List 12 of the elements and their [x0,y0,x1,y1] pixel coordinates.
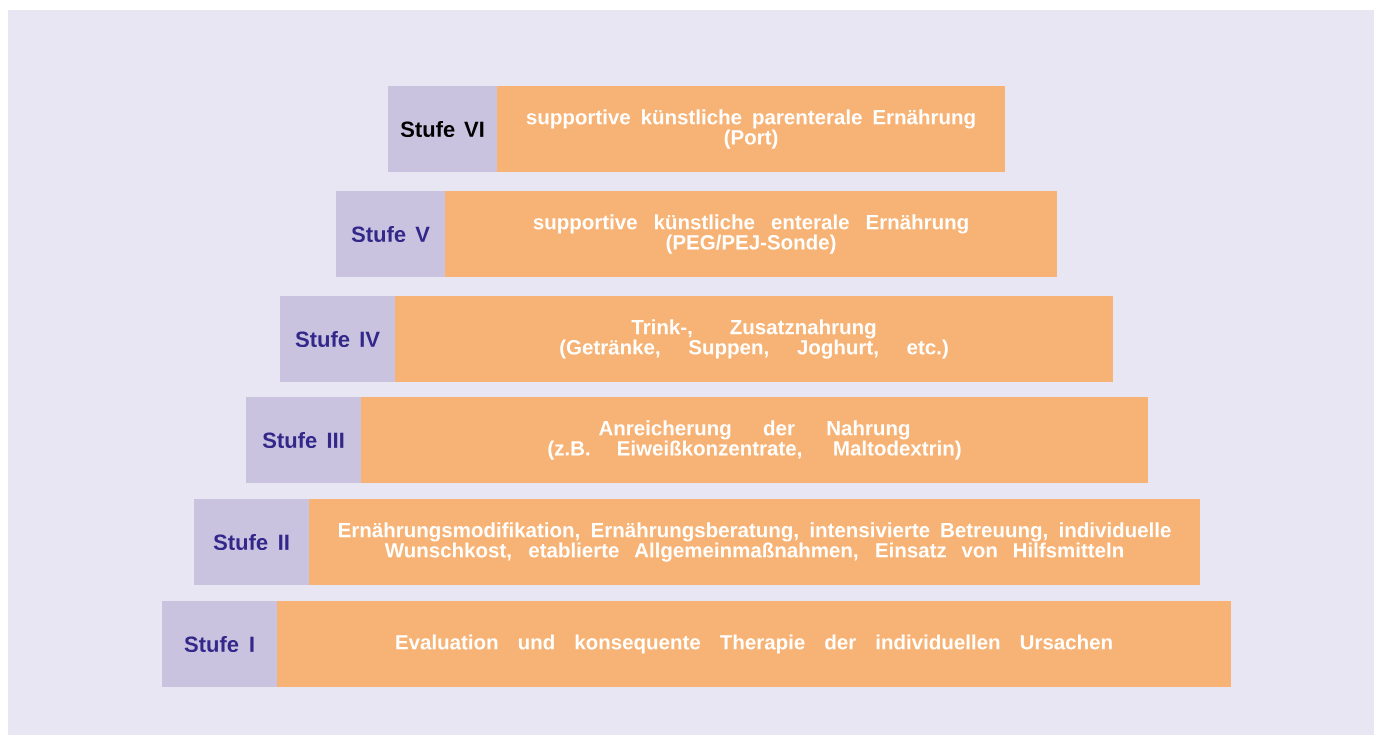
level-label-box: Stufe V [336,191,445,277]
level-bar: supportive künstliche enterale Ernährung (PEG/PEJ-Sonde) [445,191,1057,277]
level-label-box: Stufe I [162,601,277,687]
level-label-box: Stufe VI [388,86,497,172]
level-label-box: Stufe III [246,397,361,483]
level-bar: Trink-, Zusatznahrung (Getränke, Suppen, Joghurt, etc.) [395,296,1113,382]
level-label-box: Stufe IV [280,296,395,382]
level-bar: Ernährungsmodifikation, Ernährungsberatung, intensivierte Betreuung, individuelle Wunschkost, etablierte Allgemeinmaßnahmen, Einsatz von Hilfsmitteln [309,499,1200,585]
level-label-box: Stufe II [194,499,309,585]
level-bar: Evaluation und konsequente Therapie der individuellen Ursachen [277,601,1231,687]
level-bar: Anreicherung der Nahrung (z.B. Eiweißkonzentrate, Maltodextrin) [361,397,1148,483]
level-bar: supportive künstliche parenterale Ernährung (Port) [497,86,1005,172]
